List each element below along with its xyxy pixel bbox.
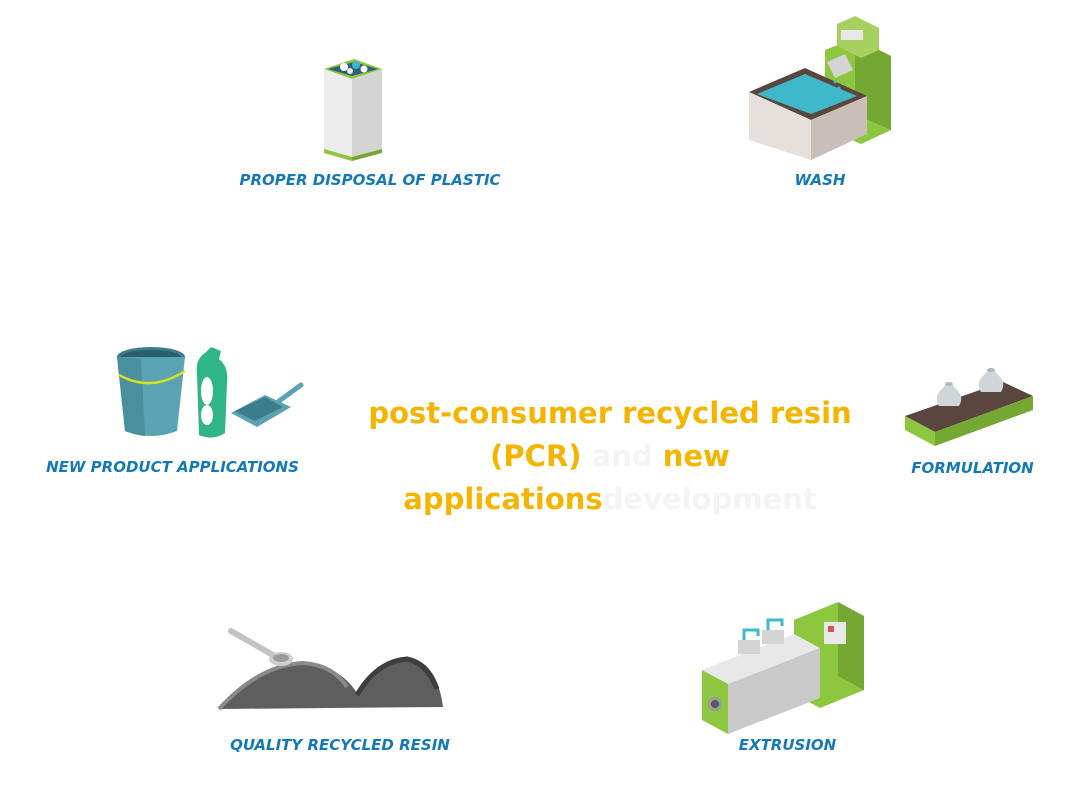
step-label: FORMULATION: [911, 459, 1034, 477]
step-label: EXTRUSION: [738, 736, 837, 754]
step-proper-disposal: PROPER DISPOSAL OF PLASTIC: [230, 55, 510, 195]
step-formulation: FORMULATION: [900, 360, 1045, 485]
extruder-machine-icon: [702, 602, 864, 734]
center-highlight-text: applications: [403, 482, 603, 516]
center-highlight-text: (PCR): [490, 439, 582, 473]
center-faint-text: and: [591, 439, 653, 473]
step-label: NEW PRODUCT APPLICATIONS: [46, 458, 299, 476]
recycling-bin-icon: [324, 59, 382, 161]
step-extrusion: EXTRUSION: [695, 600, 880, 760]
step-label: WASH: [794, 171, 846, 189]
center-title: post-consumer recycled resin (PCR) and n…: [340, 392, 880, 521]
step-label: PROPER DISPOSAL OF PLASTIC: [239, 171, 501, 189]
step-quality-resin: QUALITY RECYCLED RESIN: [205, 625, 475, 760]
center-line-3: applicationsdevelopment: [340, 478, 880, 521]
step-wash: WASH: [740, 10, 900, 195]
conveyor-belt-icon: [905, 368, 1033, 446]
step-label: QUALITY RECYCLED RESIN: [230, 736, 450, 754]
center-faint-text: development: [602, 482, 817, 516]
center-highlight-text: new: [662, 439, 730, 473]
washing-machine-icon: [749, 16, 891, 160]
center-line-1: post-consumer recycled resin: [340, 392, 880, 435]
resin-pile-icon: [217, 628, 443, 711]
household-products-icon: [117, 347, 304, 438]
step-new-product-applications: NEW PRODUCT APPLICATIONS: [30, 345, 315, 485]
center-highlight-text: post-consumer recycled resin: [368, 396, 852, 430]
center-line-2: (PCR) and new: [340, 435, 880, 478]
